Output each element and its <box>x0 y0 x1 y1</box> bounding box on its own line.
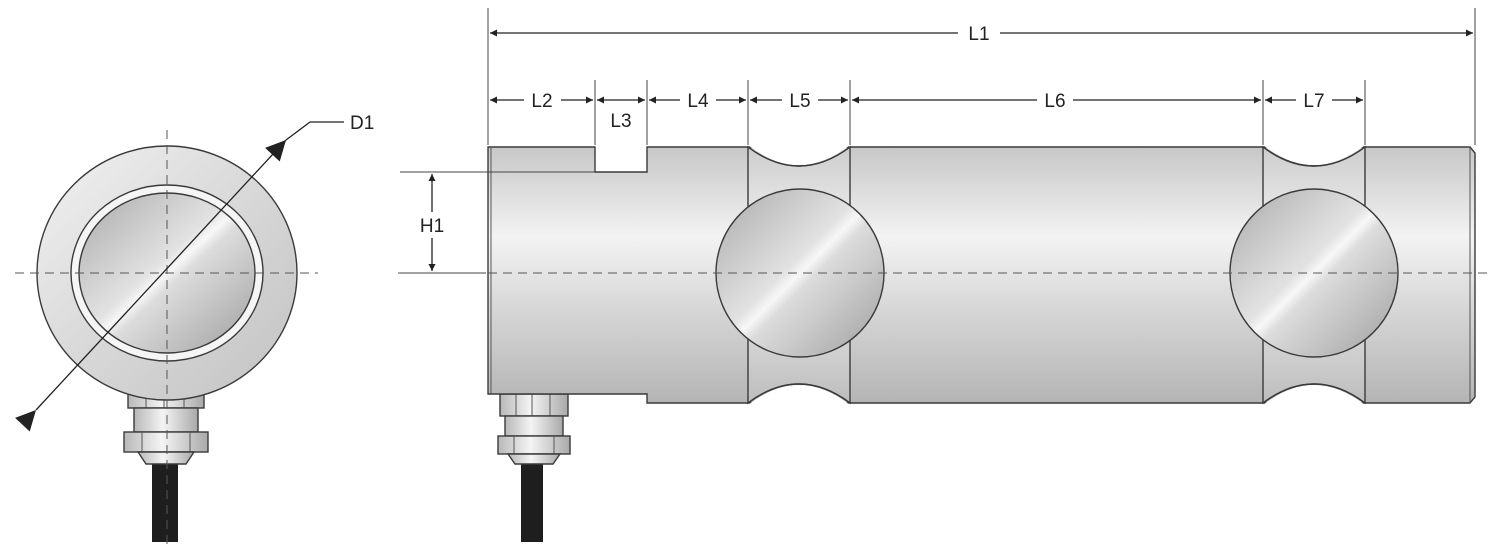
end-view-cable-gland <box>123 382 209 542</box>
l5-label: L5 <box>789 91 810 112</box>
end-view-gland-tip <box>136 451 196 465</box>
l3-label: L3 <box>610 111 631 132</box>
end-view-gland-nut-bottom <box>123 431 209 453</box>
d1-leader <box>285 121 344 141</box>
d1-dimension-line <box>15 139 287 432</box>
end-view-gland-body <box>133 407 199 433</box>
side-view: L1 L2 L3 L4 L5 L6 L7 H1 <box>398 8 1491 542</box>
l6-label: L6 <box>1044 91 1065 112</box>
l1-label: L1 <box>968 24 989 45</box>
side-view-gland-body <box>504 415 564 437</box>
l4-label: L4 <box>687 91 709 112</box>
end-view: D1 <box>15 113 374 550</box>
end-view-cable <box>152 462 178 542</box>
side-view-gland-nut-top <box>499 393 569 417</box>
d1-label: D1 <box>350 113 374 134</box>
h1-label: H1 <box>420 216 444 237</box>
side-view-cable-gland <box>497 393 571 542</box>
left-load-circle <box>715 188 885 358</box>
l7-label: L7 <box>1303 91 1324 112</box>
side-view-gland-nut-bottom <box>497 435 571 455</box>
side-view-gland-tip <box>506 453 562 465</box>
side-view-cable <box>521 462 543 542</box>
l2-label: L2 <box>531 91 552 112</box>
